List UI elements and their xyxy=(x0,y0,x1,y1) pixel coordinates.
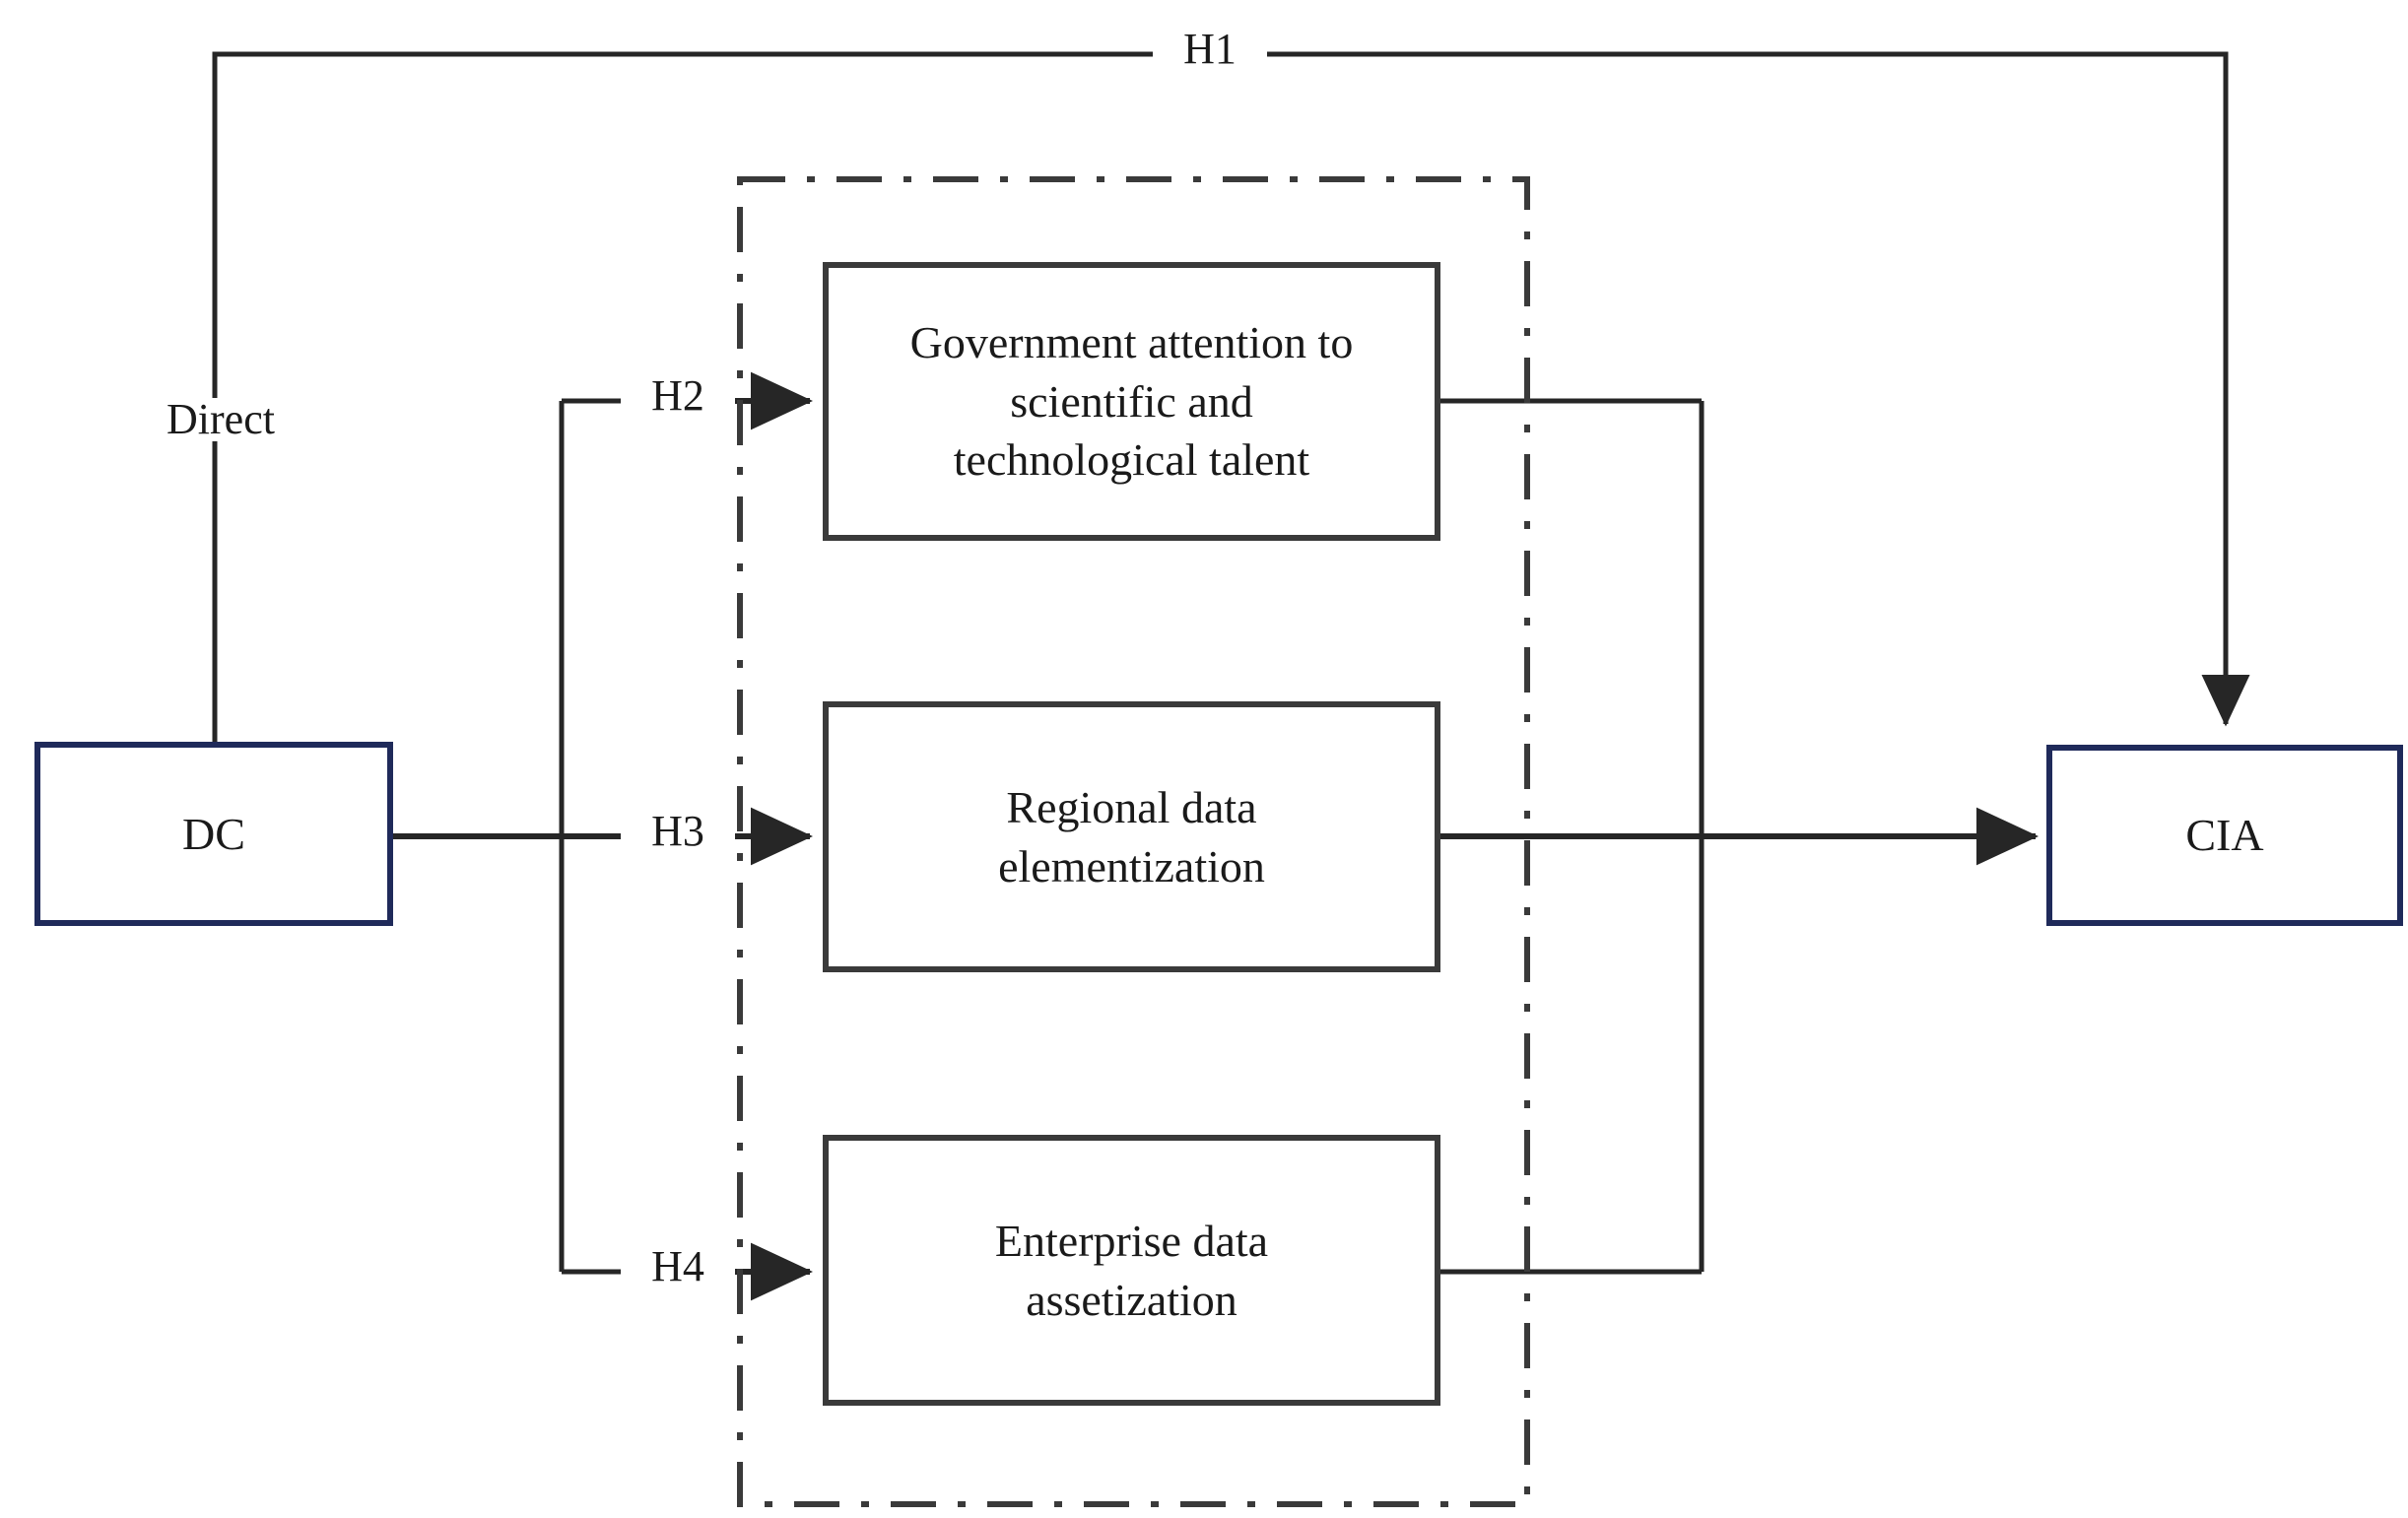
edge-label-h4: H4 xyxy=(621,1245,735,1288)
edge-label-h3: H3 xyxy=(621,810,735,853)
mediator-box-2-outline xyxy=(823,701,1440,972)
edge-dc-to-bus xyxy=(390,401,565,1272)
edge-label-direct: Direct xyxy=(128,398,313,441)
edge-label-h1: H1 xyxy=(1153,28,1267,71)
endpoint-box-cia-outline xyxy=(2046,745,2403,926)
edge-label-h2: H2 xyxy=(621,374,735,418)
mediator-box-1-outline xyxy=(823,262,1440,541)
endpoint-box-dc-outline xyxy=(34,742,393,926)
edge-mediators-to-cia xyxy=(1438,398,2039,1275)
mediator-box-3-outline xyxy=(823,1135,1440,1406)
mediator-group-frame xyxy=(737,176,1530,1507)
